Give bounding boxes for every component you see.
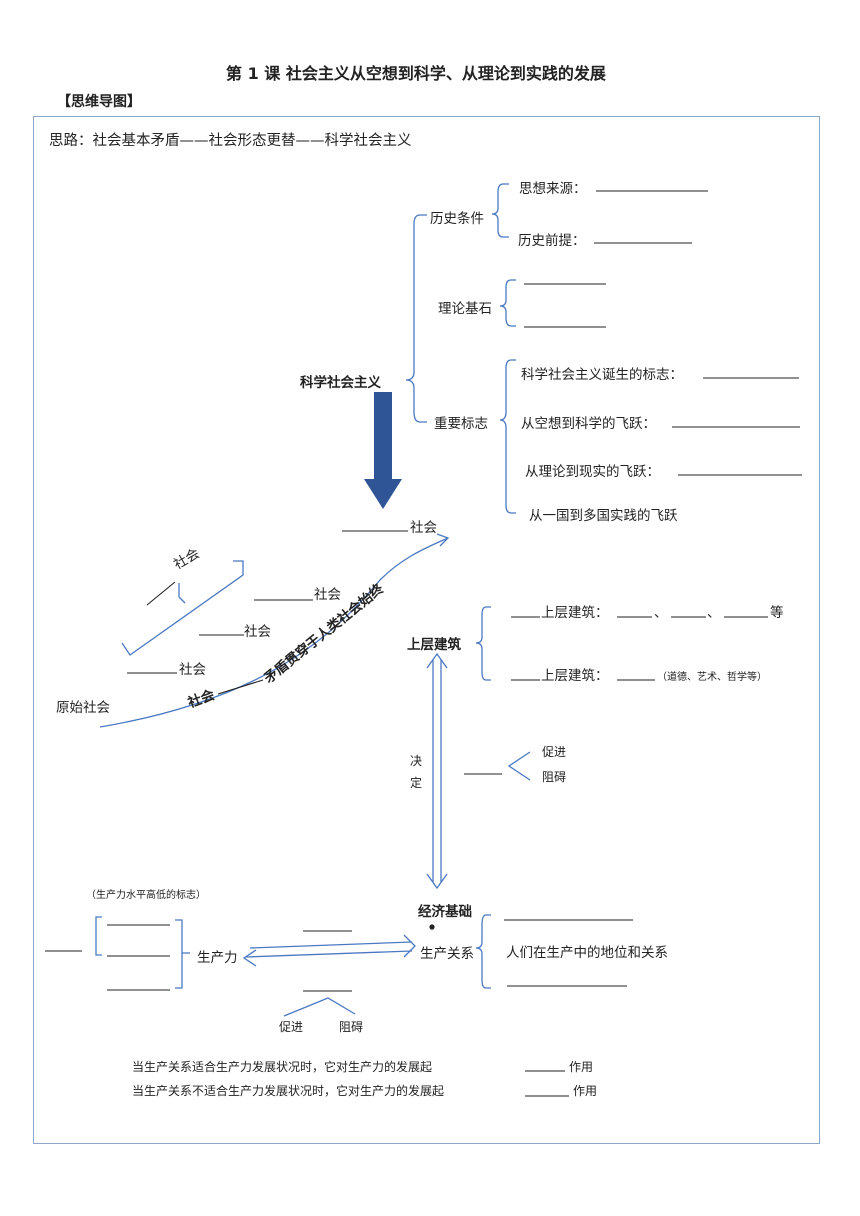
super-brace bbox=[475, 606, 491, 681]
society-label-top: 社会 bbox=[410, 520, 437, 536]
label-historical-premise: 历史前提： bbox=[518, 233, 586, 249]
decide-char-1: 决 bbox=[410, 754, 423, 768]
mind-map-frame bbox=[33, 116, 820, 1144]
super-row2-note: （道德、艺术、哲学等） bbox=[657, 672, 767, 683]
society-label-c: 社会 bbox=[244, 624, 271, 640]
thought-line: 思路：社会基本矛盾——社会形态更替——科学社会主义 bbox=[49, 133, 412, 149]
node-superstructure: 上层建筑 bbox=[407, 637, 461, 653]
history-curve bbox=[99, 537, 449, 728]
node-theoretical-foundation: 理论基石 bbox=[438, 301, 492, 317]
react-promote: 促进 bbox=[542, 745, 567, 759]
super-row1-label: 上层建筑： bbox=[541, 605, 609, 621]
node-productive-forces: 生产力 bbox=[197, 950, 238, 966]
society-label-d: 社会 bbox=[179, 662, 206, 678]
label-mark-one-to-many: 从一国到多国实践的飞跃 bbox=[529, 508, 678, 524]
react-hinder: 阻碍 bbox=[542, 770, 567, 784]
rule-2-text: 当生产关系不适合生产力发展状况时，它对生产力的发展起 bbox=[132, 1084, 445, 1098]
productivity-brace bbox=[175, 919, 183, 989]
history-brace bbox=[491, 183, 509, 238]
relations-description: 人们在生产中的地位和关系 bbox=[506, 945, 668, 961]
society-bracket bbox=[121, 560, 244, 656]
rule-2-tail: 作用 bbox=[573, 1084, 598, 1098]
main-brace bbox=[405, 214, 427, 423]
productivity-level-note: （生产力水平高低的标志） bbox=[86, 890, 206, 901]
super-row2-label: 上层建筑： bbox=[541, 668, 609, 684]
rule-1-tail: 作用 bbox=[569, 1060, 594, 1074]
label-mark-birth: 科学社会主义诞生的标志： bbox=[521, 367, 683, 383]
node-historical-conditions: 历史条件 bbox=[430, 211, 484, 227]
theory-brace bbox=[499, 279, 516, 327]
node-important-marks: 重要标志 bbox=[434, 416, 488, 432]
section-heading: 【思维导图】 bbox=[57, 94, 141, 110]
node-economic-base: 经济基础 bbox=[418, 904, 472, 920]
page-title: 第 1 课 社会主义从空想到科学、从理论到实践的发展 bbox=[226, 64, 606, 83]
label-mark-utopia-science: 从空想到科学的飞跃： bbox=[521, 416, 656, 432]
society-label-b: 社会 bbox=[314, 587, 341, 603]
rule-1-text: 当生产关系适合生产力发展状况时，它对生产力的发展起 bbox=[132, 1060, 433, 1074]
bottom-hinder: 阻碍 bbox=[339, 1020, 364, 1034]
super-row1-sep2: 、 bbox=[707, 605, 721, 621]
super-row1-tail: 等 bbox=[770, 605, 784, 621]
label-mark-theory-reality: 从理论到现实的飞跃： bbox=[525, 464, 660, 480]
node-scientific-socialism: 科学社会主义 bbox=[300, 375, 381, 391]
decide-char-2: 定 bbox=[410, 776, 423, 790]
marks-brace bbox=[499, 359, 516, 514]
relations-brace bbox=[475, 914, 491, 989]
label-ideological-source: 思想来源： bbox=[519, 181, 587, 197]
node-primitive-society: 原始社会 bbox=[56, 700, 110, 716]
node-relations-of-production: 生产关系 bbox=[420, 946, 474, 962]
bottom-promote: 促进 bbox=[279, 1020, 304, 1034]
super-row1-sep1: 、 bbox=[654, 605, 668, 621]
